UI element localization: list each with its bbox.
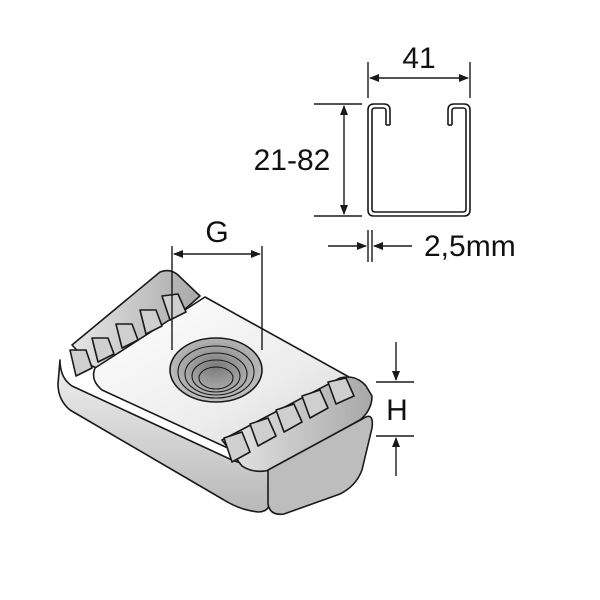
nut-front-face: [57, 359, 271, 513]
thread-dimension: [171, 246, 263, 350]
wall-thickness-label: 2,5mm: [424, 230, 516, 263]
thickness-dimension: [328, 230, 412, 262]
channel-height-label: 21-82: [254, 144, 331, 177]
thread-size-label: G: [205, 216, 228, 249]
channel-nut: [57, 269, 374, 516]
height-dimension: [314, 103, 362, 217]
width-dimension: [367, 62, 471, 98]
channel-width-label: 41: [402, 42, 435, 75]
nut-end-face: [267, 415, 374, 516]
nut-height-label: H: [386, 394, 408, 427]
nut-height-dimension: [376, 342, 414, 476]
threaded-hole: [169, 337, 263, 403]
channel-profile: [367, 103, 471, 217]
right-serrations: [223, 377, 355, 463]
thread-rings: [177, 345, 255, 399]
